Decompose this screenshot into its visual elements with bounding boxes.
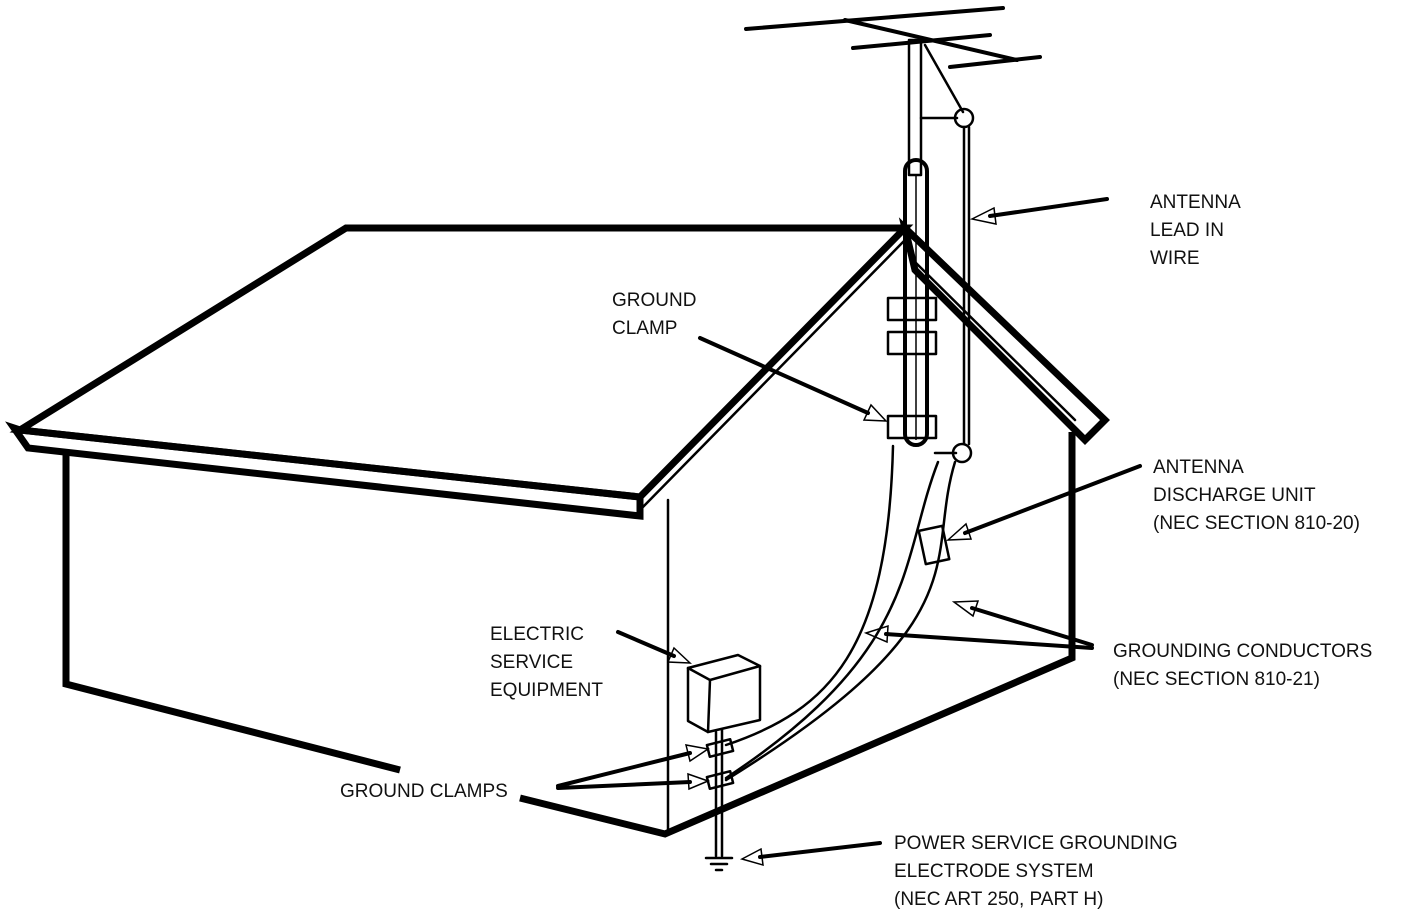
label-ground-clamp: GROUND CLAMP <box>612 290 702 339</box>
label-antenna-discharge-unit: ANTENNA DISCHARGE UNIT (NEC SECTION 810-… <box>1153 457 1360 534</box>
antenna-brace <box>923 43 965 114</box>
service-box <box>686 653 762 734</box>
antenna-boom <box>843 18 1019 62</box>
gable-inner-line <box>913 260 1077 422</box>
label-antenna-lead-in: ANTENNA LEAD IN WIRE <box>1150 192 1245 269</box>
house <box>5 217 1111 838</box>
leader-arrows <box>556 197 1142 867</box>
arrow-power-grounding <box>758 841 882 859</box>
arrow-electric-service <box>616 630 676 658</box>
gable-rake <box>898 217 1111 445</box>
roof-rake-line <box>638 238 907 512</box>
arrow-ground-clamps <box>556 780 692 790</box>
discharge-ground-conductor <box>724 460 957 782</box>
antenna-mast <box>907 38 923 177</box>
label-grounding-conductors: GROUNDING CONDUCTORS (NEC SECTION 810-21… <box>1113 641 1378 690</box>
arrow-ground-clamp <box>698 336 870 415</box>
mast-standoff-clamp <box>886 296 938 356</box>
arrow-discharge-unit <box>963 464 1142 535</box>
arrow-grounding-conductors <box>884 632 1094 650</box>
standoff-insulator <box>951 442 973 464</box>
antenna-discharge-unit <box>917 524 951 566</box>
left-wall <box>62 452 401 774</box>
label-ground-clamps: GROUND CLAMPS <box>340 781 508 802</box>
earth-ground-icon <box>704 856 734 872</box>
roof-plane <box>9 224 914 501</box>
arrow-ground-clamps <box>556 751 692 788</box>
ground-clamp-rod <box>705 770 735 790</box>
labels: ANTENNA LEAD IN WIRE GROUND CLAMP ANTENN… <box>340 192 1378 910</box>
ground-clamp-mast <box>886 414 938 440</box>
antenna-element <box>744 6 1005 31</box>
mast-ground-conductor <box>724 444 895 747</box>
arrow-antenna-lead-in <box>988 197 1109 218</box>
grounding-conductors <box>724 444 957 782</box>
arrow-grounding-conductors <box>970 606 1094 647</box>
label-electric-service-equipment: ELECTRIC SERVICE EQUIPMENT <box>490 624 603 701</box>
ground-clamp-rod <box>705 738 735 758</box>
mast-ground-conductor <box>724 460 940 780</box>
antenna-element <box>948 55 1042 69</box>
mast-pipe <box>903 158 929 447</box>
electric-service <box>686 653 762 872</box>
antenna <box>744 6 1042 464</box>
front-wall-bottom <box>519 432 1076 838</box>
roof-eave-fascia <box>5 421 644 520</box>
label-power-service-grounding: POWER SERVICE GROUNDING ELECTRODE SYSTEM… <box>894 833 1183 910</box>
